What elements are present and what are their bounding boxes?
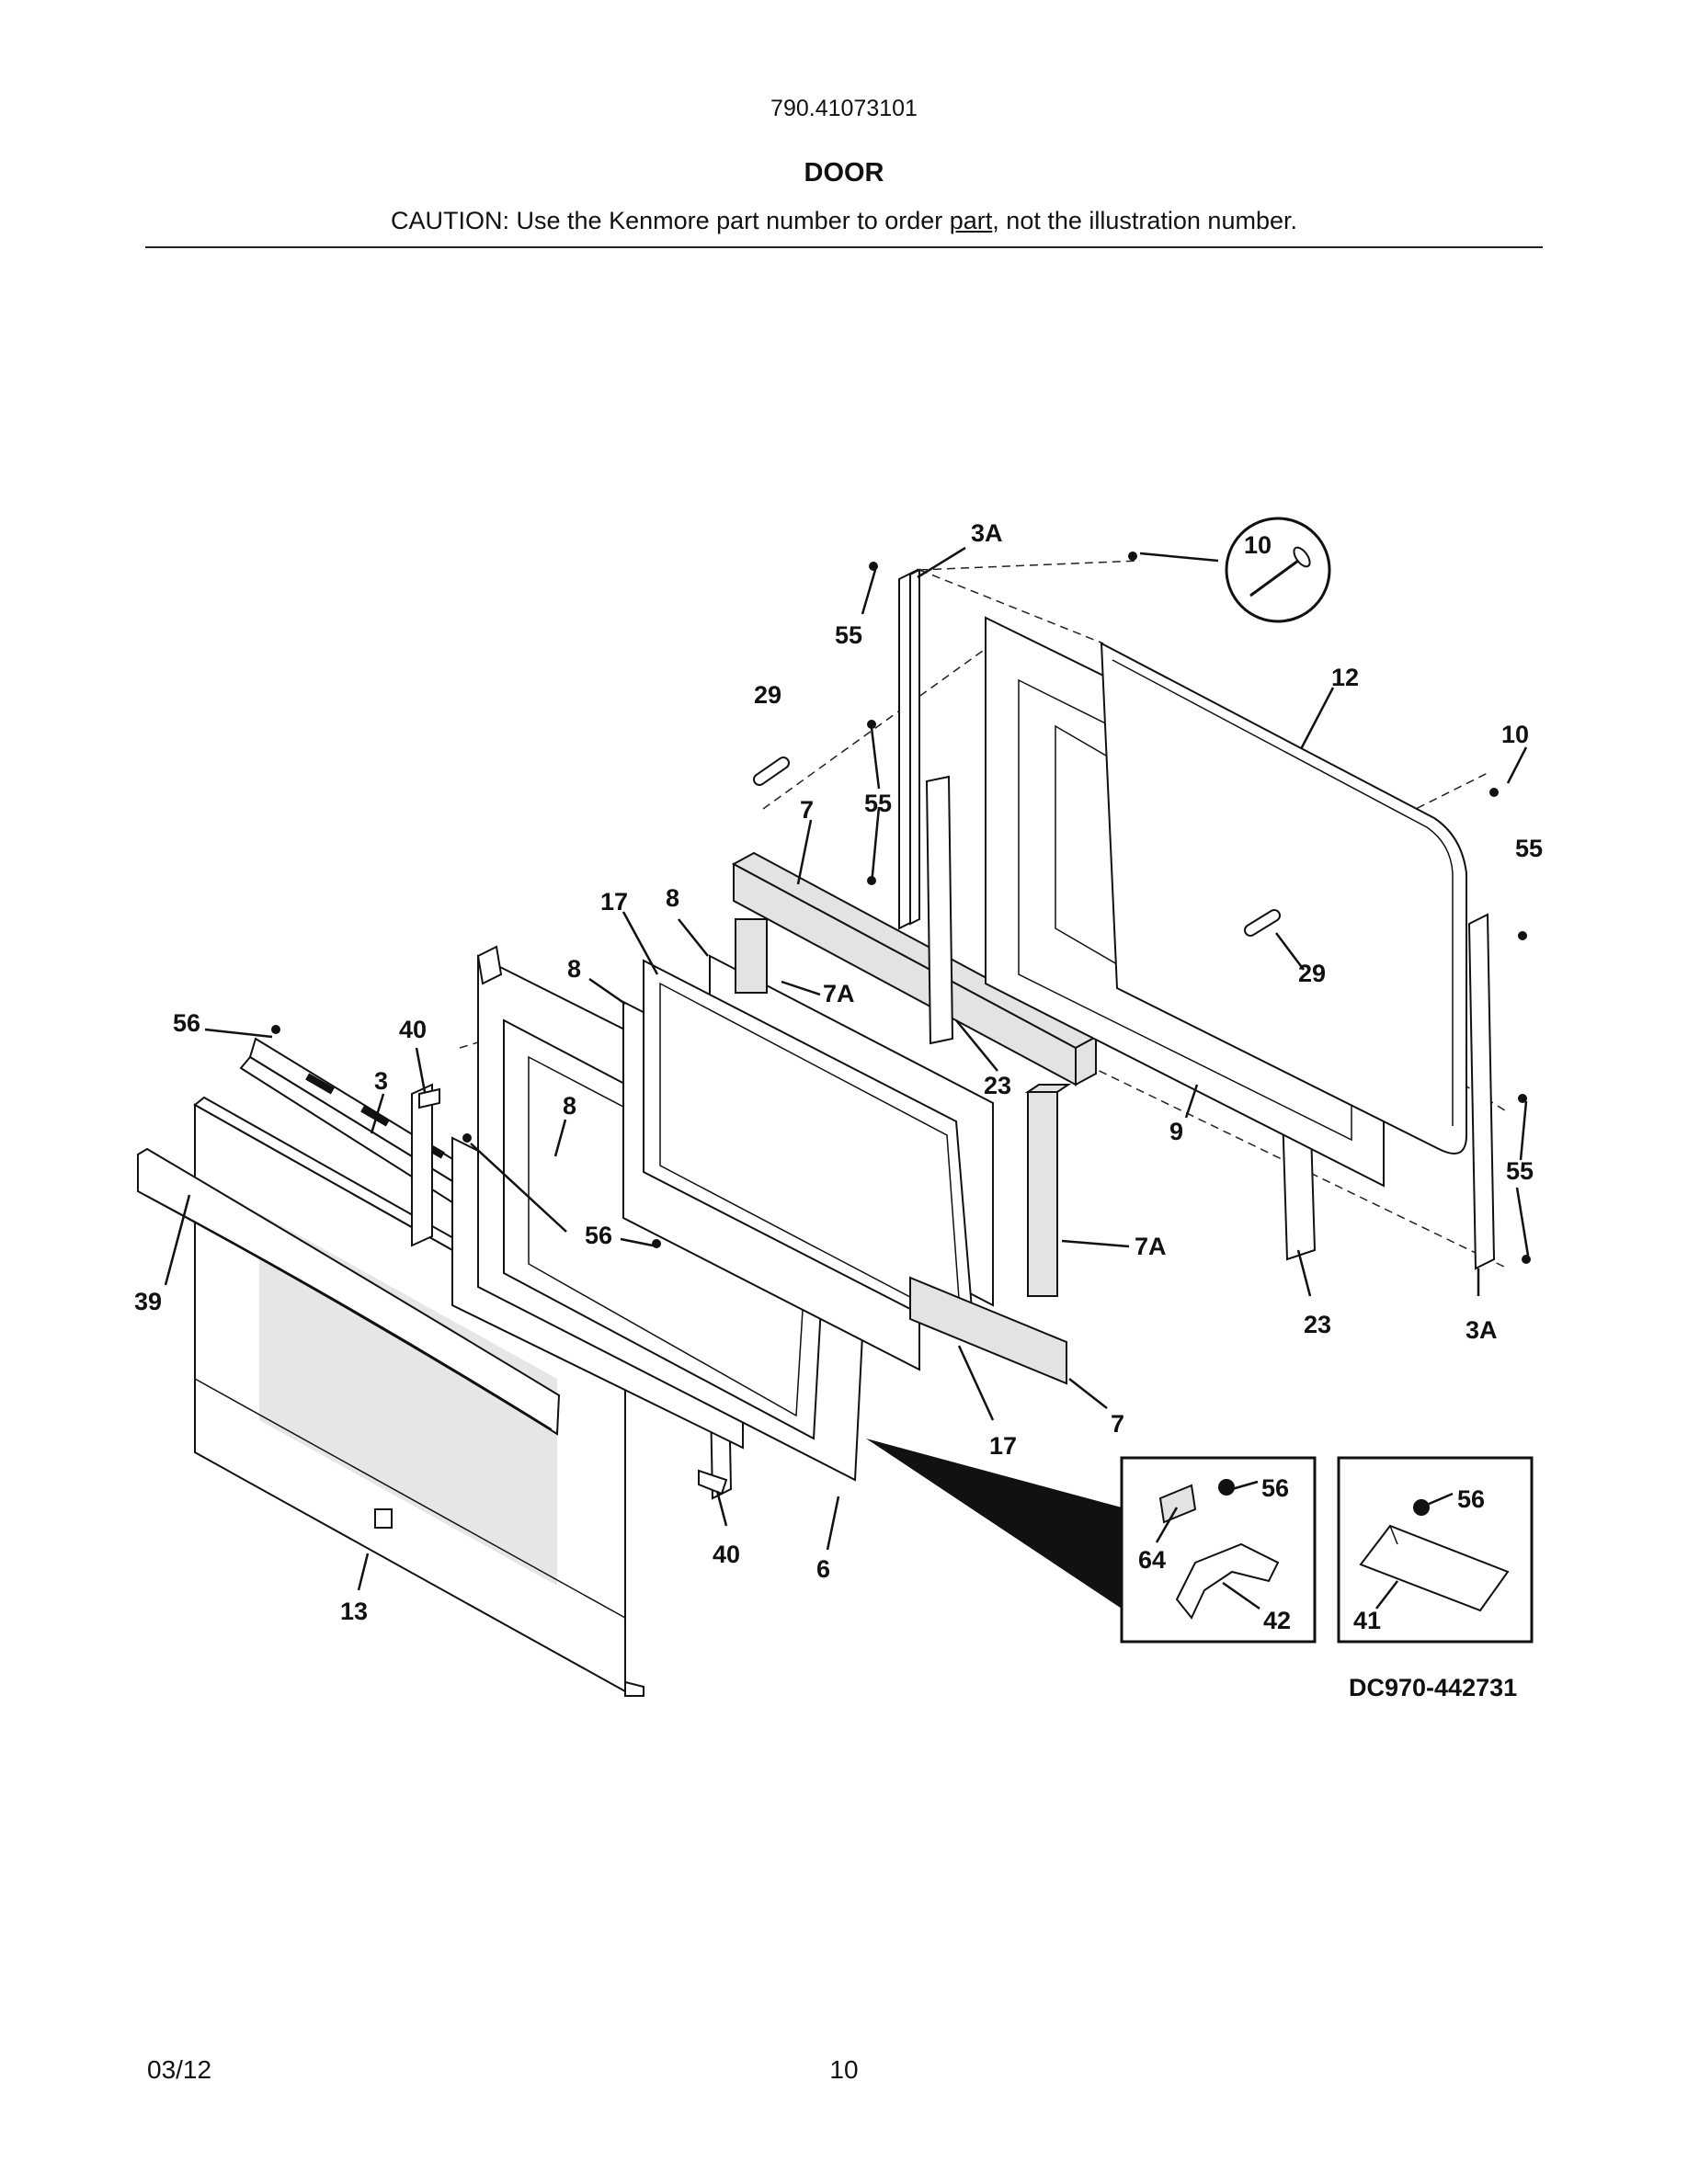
callout-17-bottom: 17 xyxy=(989,1432,1017,1460)
callout-8-top: 8 xyxy=(666,884,679,912)
callout-55-mid: 55 xyxy=(864,790,892,817)
callout-29-left: 29 xyxy=(754,681,781,709)
badge-icon xyxy=(374,1508,393,1529)
hinge-left xyxy=(925,775,954,1045)
callout-39: 39 xyxy=(134,1288,162,1315)
callout-10-right: 10 xyxy=(1501,721,1529,748)
callout-40-bottom: 40 xyxy=(713,1541,740,1568)
door-handle xyxy=(137,1147,561,1436)
bracket-left-upper xyxy=(411,1083,440,1247)
detail-pointer-wedge xyxy=(866,1439,1122,1609)
drawing-code: DC970-442731 xyxy=(1349,1674,1517,1701)
footer-page-number: 10 xyxy=(829,2055,859,2084)
callout-55-right-bottom: 55 xyxy=(1506,1157,1534,1185)
rod-left xyxy=(753,756,790,786)
callout-10-detail: 10 xyxy=(1244,531,1272,559)
detail-box-right xyxy=(1337,1456,1534,1644)
callout-41: 41 xyxy=(1353,1607,1381,1634)
callout-29-right: 29 xyxy=(1298,960,1326,987)
callout-7-top: 7 xyxy=(800,796,814,824)
callout-40-top: 40 xyxy=(399,1016,427,1043)
callout-55-top: 55 xyxy=(835,621,862,649)
callout-56-detail-left: 56 xyxy=(1261,1474,1289,1502)
callout-7a-bottom: 7A xyxy=(1135,1233,1167,1260)
rod-right xyxy=(1244,909,1281,937)
callout-64: 64 xyxy=(1138,1546,1166,1574)
section-title: DOOR xyxy=(804,158,884,188)
caution-prefix: CAUTION: Use the Kenmore part number to … xyxy=(391,207,950,234)
callout-3a-top: 3A xyxy=(971,519,1003,547)
insulation-block-left xyxy=(735,918,768,994)
callout-55-right-top: 55 xyxy=(1515,835,1543,862)
callout-23-left: 23 xyxy=(984,1072,1011,1099)
detail-circle-screw xyxy=(1225,517,1331,623)
insulation-block-right xyxy=(1024,1084,1072,1297)
detail-box-left xyxy=(1120,1456,1317,1644)
callout-7a-top: 7A xyxy=(823,980,855,1007)
screws xyxy=(271,552,1531,1264)
callout-6: 6 xyxy=(816,1555,830,1583)
callout-12: 12 xyxy=(1331,664,1359,691)
callout-3: 3 xyxy=(374,1067,388,1095)
callout-23-right: 23 xyxy=(1304,1311,1331,1338)
callout-9: 9 xyxy=(1169,1118,1183,1145)
insulation-strip-bottom xyxy=(909,1276,1067,1385)
caution-suffix: , not the illustration number. xyxy=(992,207,1297,234)
caution-note: CAUTION: Use the Kenmore part number to … xyxy=(0,207,1688,235)
callout-7-bottom: 7 xyxy=(1111,1410,1124,1438)
callout-13: 13 xyxy=(340,1598,368,1625)
callout-56-left: 56 xyxy=(173,1009,200,1037)
door-gasket xyxy=(1100,642,1467,1155)
callout-42: 42 xyxy=(1263,1607,1291,1634)
callout-8-front: 8 xyxy=(563,1092,576,1120)
callout-17-top: 17 xyxy=(600,888,628,916)
footer-date: 03/12 xyxy=(147,2055,212,2084)
leader-lines xyxy=(164,546,1530,1610)
callout-3a-bottom: 3A xyxy=(1466,1316,1498,1344)
caution-part-underlined: part xyxy=(949,207,993,234)
insulation-strip-top xyxy=(731,851,1099,1086)
model-number: 790.41073101 xyxy=(770,96,918,121)
callout-8-mid: 8 xyxy=(567,955,581,983)
hinge-channel-right xyxy=(1467,913,1496,1270)
callout-56-detail-right: 56 xyxy=(1457,1485,1485,1513)
hinge-channel-left xyxy=(898,568,920,930)
header-divider xyxy=(145,246,1543,248)
callout-56-mid: 56 xyxy=(585,1222,612,1249)
callout-labels: 3A 10 55 12 29 10 55 7 55 17 8 7A 8 29 5… xyxy=(134,519,1543,1701)
